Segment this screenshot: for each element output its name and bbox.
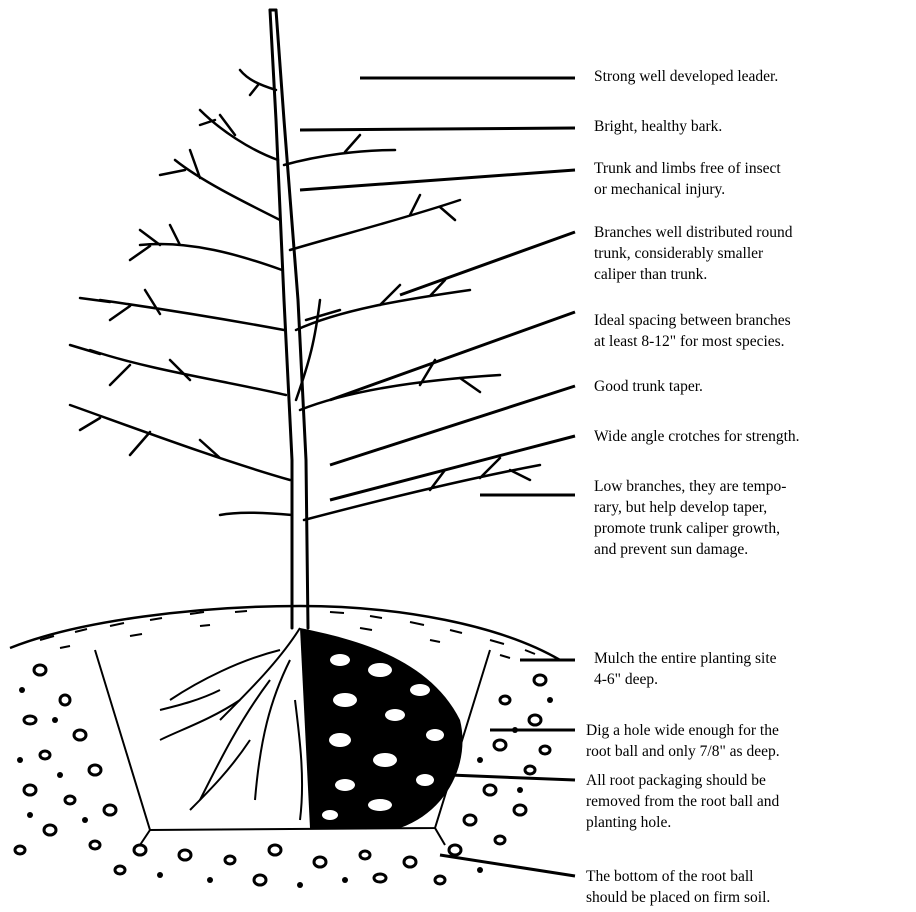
label-line: Low branches, they are tempo- bbox=[594, 476, 786, 497]
label-line: should be placed on firm soil. bbox=[586, 887, 770, 908]
label-line: Strong well developed leader. bbox=[594, 66, 778, 87]
label-leader: Strong well developed leader. bbox=[594, 66, 778, 87]
label-line: All root packaging should be bbox=[586, 770, 779, 791]
label-branch-spacing: Ideal spacing between branches at least … bbox=[594, 310, 791, 352]
mulch-layer bbox=[10, 606, 560, 660]
label-line: root ball and only 7/8" as deep. bbox=[586, 741, 780, 762]
label-line: Mulch the entire planting site bbox=[594, 648, 777, 669]
label-line: Wide angle crotches for strength. bbox=[594, 426, 800, 447]
label-line: 4-6" deep. bbox=[594, 669, 777, 690]
label-line: Good trunk taper. bbox=[594, 376, 703, 397]
label-line: caliper than trunk. bbox=[594, 264, 792, 285]
label-crotches: Wide angle crotches for strength. bbox=[594, 426, 800, 447]
label-trunk-taper: Good trunk taper. bbox=[594, 376, 703, 397]
tree bbox=[70, 10, 540, 628]
label-line: planting hole. bbox=[586, 812, 779, 833]
label-line: or mechanical injury. bbox=[594, 179, 781, 200]
label-bark: Bright, healthy bark. bbox=[594, 116, 722, 137]
label-packaging: All root packaging should be removed fro… bbox=[586, 770, 779, 833]
label-mulch: Mulch the entire planting site 4-6" deep… bbox=[594, 648, 777, 690]
label-line: The bottom of the root ball bbox=[586, 866, 770, 887]
label-line: removed from the root ball and bbox=[586, 791, 779, 812]
label-line: Trunk and limbs free of insect bbox=[594, 158, 781, 179]
label-line: Dig a hole wide enough for the bbox=[586, 720, 780, 741]
label-line: Ideal spacing between branches bbox=[594, 310, 791, 331]
label-line: and prevent sun damage. bbox=[594, 539, 786, 560]
label-line: at least 8-12" for most species. bbox=[594, 331, 791, 352]
label-injury: Trunk and limbs free of insect or mechan… bbox=[594, 158, 781, 200]
label-line: trunk, considerably smaller bbox=[594, 243, 792, 264]
label-branch-distribution: Branches well distributed round trunk, c… bbox=[594, 222, 792, 285]
label-line: Bright, healthy bark. bbox=[594, 116, 722, 137]
label-hole: Dig a hole wide enough for the root ball… bbox=[586, 720, 780, 762]
label-firm-soil: The bottom of the root ball should be pl… bbox=[586, 866, 770, 908]
soil-dots bbox=[17, 687, 553, 888]
label-line: rary, but help develop taper, bbox=[594, 497, 786, 518]
label-line: promote trunk caliper growth, bbox=[594, 518, 786, 539]
root-ball bbox=[160, 628, 463, 828]
label-line: Branches well distributed round bbox=[594, 222, 792, 243]
mulch-texture bbox=[40, 611, 535, 658]
label-low-branches: Low branches, they are tempo- rary, but … bbox=[594, 476, 786, 560]
